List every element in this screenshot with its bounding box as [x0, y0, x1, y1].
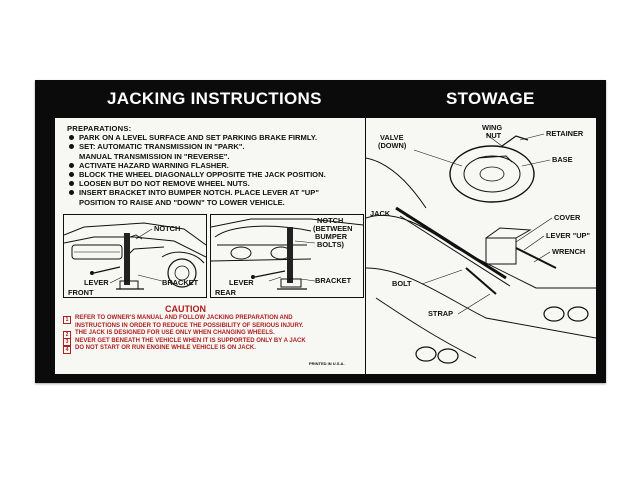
preparation-text: LOOSEN BUT DO NOT REMOVE WHEEL NUTS. [79, 179, 250, 189]
caution-text: INSTRUCTIONS IN ORDER TO REDUCE THE POSS… [75, 322, 304, 329]
bullet-icon [69, 162, 74, 168]
caution-note: 3 NEVER GET BENEATH THE VEHICLE WHEN IT I… [63, 337, 363, 347]
bolt-label: BOLT [392, 279, 412, 288]
preparations-title: PREPARATIONS: [67, 124, 132, 133]
preparation-item: PARK ON A LEVEL SURFACE AND SET PARKING … [67, 133, 363, 142]
front-jacking-diagram: NOTCH LEVER BRACKET FRONT [63, 214, 207, 298]
caution-number: 3 [63, 338, 71, 347]
rear-bracket-label: BRACKET [315, 276, 352, 285]
preparation-text: INSERT BRACKET INTO BUMPER NOTCH. PLACE … [79, 188, 319, 198]
preparations-block: PREPARATIONS: PARK ON A LEVEL SURFACE AN… [67, 124, 363, 207]
caution-number: 1 [63, 315, 71, 324]
front-bracket-label: BRACKET [162, 278, 199, 287]
caution-note: 2 THE JACK IS DESIGNED FOR USE ONLY WHEN … [63, 330, 363, 339]
rear-notch-label-1: NOTCH [317, 216, 344, 225]
lever-up-label: LEVER "UP" [546, 231, 590, 240]
base-label: BASE [552, 155, 573, 164]
preparation-text: BLOCK THE WHEEL DIAGONALLY OPPOSITE THE … [79, 170, 326, 180]
caution-note: 1 REFER TO OWNER'S MANUAL AND FOLLOW JACK… [63, 315, 363, 324]
rear-notch-label-2: (BETWEEN [313, 224, 353, 233]
caution-text: DO NOT START OR RUN ENGINE WHILE VEHICLE… [75, 345, 256, 352]
stowage-illustration [366, 133, 596, 364]
front-position-label: FRONT [68, 288, 94, 297]
bullet-icon [69, 135, 74, 141]
rear-lever-label: LEVER [229, 278, 254, 287]
retainer-label: RETAINER [546, 129, 584, 138]
caution-number: 4 [63, 345, 71, 354]
bullet-icon [69, 181, 74, 187]
preparation-item: BLOCK THE WHEEL DIAGONALLY OPPOSITE THE … [67, 170, 363, 179]
caution-note: INSTRUCTIONS IN ORDER TO REDUCE THE POSS… [63, 323, 363, 331]
valve-label-2: (DOWN) [378, 141, 407, 150]
caution-text: REFER TO OWNER'S MANUAL AND FOLLOW JACKI… [75, 315, 293, 321]
jacking-decal: JACKING INSTRUCTIONS STOWAGE PREPARATION… [35, 80, 606, 383]
preparations-list: PARK ON A LEVEL SURFACE AND SET PARKING … [67, 133, 363, 207]
strap-label: STRAP [428, 309, 454, 318]
caution-number: 2 [63, 330, 71, 339]
bullet-icon [69, 144, 74, 150]
rear-car-illustration [211, 218, 363, 290]
preparation-text-continued: POSITION TO RAISE AND "DOWN" TO LOWER VE… [79, 197, 285, 207]
preparation-item: LOOSEN BUT DO NOT REMOVE WHEEL NUTS. [67, 179, 363, 188]
preparation-text: PARK ON A LEVEL SURFACE AND SET PARKING … [79, 133, 318, 143]
caution-text: THE JACK IS DESIGNED FOR USE ONLY WHEN C… [75, 330, 275, 337]
wing-nut-label-1: WING [482, 123, 503, 132]
wrench-label: WRENCH [552, 247, 586, 256]
bullet-icon [69, 190, 74, 196]
caution-title: CAUTION [165, 304, 206, 314]
caution-text: NEVER GET BENEATH THE VEHICLE WHEN IT IS… [75, 337, 306, 344]
rear-jacking-diagram: NOTCH (BETWEEN BUMPER BOLTS) LEVER BRACK… [210, 214, 364, 298]
front-notch-label: NOTCH [154, 224, 181, 233]
preparation-item: INSERT BRACKET INTO BUMPER NOTCH. PLACE … [67, 188, 363, 207]
preparation-item: ACTIVATE HAZARD WARNING FLASHER. [67, 161, 363, 170]
preparation-item: SET: AUTOMATIC TRANSMISSION IN "PARK".MA… [67, 142, 363, 161]
jacking-instructions-title: JACKING INSTRUCTIONS [107, 89, 322, 108]
instructions-panel: PREPARATIONS: PARK ON A LEVEL SURFACE AN… [55, 118, 366, 374]
caution-note: 4 DO NOT START OR RUN ENGINE WHILE VEHICL… [63, 345, 363, 354]
wing-nut-label-2: NUT [486, 131, 502, 140]
printed-in-label: PRINTED IN U.S.A. [309, 361, 345, 366]
front-car-illustration [64, 222, 206, 290]
cover-label: COVER [554, 213, 581, 222]
jack-label: JACK [370, 209, 391, 218]
stowage-panel: VALVE (DOWN) WING NUT RETAINER BASE JACK… [365, 118, 596, 374]
preparation-text-continued: MANUAL TRANSMISSION IN "REVERSE". [79, 151, 230, 161]
rear-notch-label-3: BUMPER [315, 232, 348, 241]
preparation-text: ACTIVATE HAZARD WARNING FLASHER. [79, 160, 229, 170]
rear-notch-label-4: BOLTS) [317, 240, 344, 249]
caution-notes: 1 REFER TO OWNER'S MANUAL AND FOLLOW JACK… [63, 315, 363, 354]
stowage-title: STOWAGE [446, 89, 535, 108]
valve-label-1: VALVE [380, 133, 404, 142]
rear-position-label: REAR [215, 288, 236, 297]
front-lever-label: LEVER [84, 278, 109, 287]
bullet-icon [69, 172, 74, 178]
preparation-text: SET: AUTOMATIC TRANSMISSION IN "PARK". [79, 142, 245, 152]
